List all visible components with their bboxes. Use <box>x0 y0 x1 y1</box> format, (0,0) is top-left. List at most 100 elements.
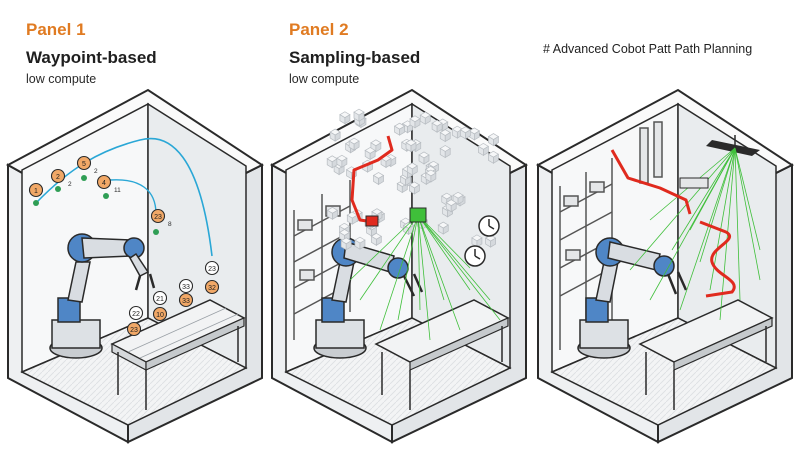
waypoint-marker: 10 <box>152 306 168 322</box>
waypoint-marker: 33 <box>178 292 194 308</box>
gripper-tool <box>679 177 709 189</box>
waypoint-marker: 52 <box>76 155 98 175</box>
sensor-ray <box>629 147 736 271</box>
sample-point <box>370 139 382 153</box>
target-bin <box>409 207 427 223</box>
sample-point <box>336 154 348 168</box>
sample-point <box>425 169 437 183</box>
sample-point <box>406 162 418 176</box>
sample-point <box>353 108 365 122</box>
waypoint-tag: 11 <box>114 187 121 194</box>
sample-ray <box>417 214 471 291</box>
sensor-ray <box>734 147 741 301</box>
sensor-ray <box>734 147 761 281</box>
waypoint-marker: 4 11 <box>96 174 121 194</box>
source-bin <box>365 215 379 227</box>
panel-2-title: Panel 2 <box>289 20 349 39</box>
conveyor-room-1 <box>110 299 246 410</box>
sample-ray <box>417 214 471 269</box>
waypoint-label: 23 <box>208 266 216 273</box>
waypoint-tag: 2 <box>68 181 72 188</box>
waypoint-label: 4 <box>102 180 106 187</box>
sample-point <box>487 133 500 147</box>
sample-point <box>326 206 339 220</box>
sample-ray <box>417 214 431 341</box>
waypoint-marker: 32 <box>204 279 220 295</box>
sensor-ray <box>679 147 736 311</box>
sensor-rays <box>629 147 761 321</box>
sample-point <box>354 236 366 250</box>
sample-point <box>326 155 338 169</box>
waypoint-anchor <box>81 175 87 181</box>
panel-1-note: low compute <box>26 72 97 86</box>
waypoint-marker: 23 <box>204 260 220 276</box>
sample-ray <box>417 214 501 321</box>
waypoint-marker: 23 <box>126 321 142 337</box>
sample-point <box>419 111 431 125</box>
waypoint-label: 1 <box>34 188 38 195</box>
cobot-arm-1 <box>49 233 156 359</box>
panel-2-note: low compute <box>289 72 360 86</box>
panel-3-heading: # Advanced Cobot Patt Path Planning <box>543 42 753 56</box>
sampling-rays <box>349 214 501 341</box>
sensor-ray <box>671 147 736 251</box>
waypoint-label: 22 <box>132 311 140 318</box>
waypoint-marker: 238 <box>150 208 172 228</box>
cobot-arm-2 <box>313 237 424 359</box>
sample-ray <box>417 214 461 331</box>
waypoint-marker: 1 <box>28 182 44 198</box>
sample-point <box>329 128 341 142</box>
waypoint-marker: 33 <box>178 278 194 294</box>
waypoint-label: 32 <box>208 285 216 292</box>
waypoint-label: 23 <box>154 214 162 221</box>
sample-point <box>445 199 457 213</box>
waypoint-anchor <box>153 229 159 235</box>
sample-ray <box>417 214 491 301</box>
sample-point <box>459 126 472 140</box>
sample-point <box>452 191 464 205</box>
waypoint-label: 33 <box>182 298 190 305</box>
sample-point <box>487 150 500 164</box>
waypoint-label: 23 <box>130 327 138 334</box>
waypoint-path <box>35 137 213 257</box>
sample-point <box>348 137 360 151</box>
sample-point <box>409 115 421 129</box>
sample-ray <box>397 214 419 321</box>
sample-point <box>484 234 497 248</box>
room-1 <box>5 88 264 444</box>
sample-point <box>372 172 385 186</box>
waypoint-anchor <box>55 186 61 192</box>
clock-icon <box>478 215 500 237</box>
sample-point <box>393 122 406 136</box>
waypoint-label: 21 <box>156 296 164 303</box>
sample-point <box>405 139 417 153</box>
sample-ray <box>379 214 419 331</box>
waypoint-tag: 2 <box>94 168 98 175</box>
waypoint-anchor <box>33 200 39 206</box>
overhead-camera-icon <box>706 135 760 156</box>
waypoint-marker: 22 <box>128 305 144 321</box>
sample-point <box>468 127 481 141</box>
sample-point <box>477 142 490 156</box>
panel-1-title: Panel 1 <box>26 20 86 39</box>
sample-ray <box>349 214 419 281</box>
sample-point <box>471 234 483 248</box>
sensor-ray <box>689 147 736 231</box>
sample-point <box>439 145 451 159</box>
sample-point <box>408 181 421 195</box>
planned-path-room-2 <box>350 135 394 224</box>
sensor-ray <box>699 147 736 263</box>
sample-point <box>439 129 451 143</box>
sample-point <box>339 111 351 125</box>
waypoint-label: 33 <box>182 284 190 291</box>
sample-point <box>431 119 443 133</box>
waypoint-label: 5 <box>82 161 86 168</box>
waypoint-label: 10 <box>156 312 164 319</box>
waypoint-anchor <box>103 193 109 199</box>
waypoint-marker: 21 <box>152 290 168 306</box>
sensor-ray <box>734 147 761 251</box>
waypoint-path-arc <box>109 179 157 215</box>
sample-ray <box>417 214 421 311</box>
